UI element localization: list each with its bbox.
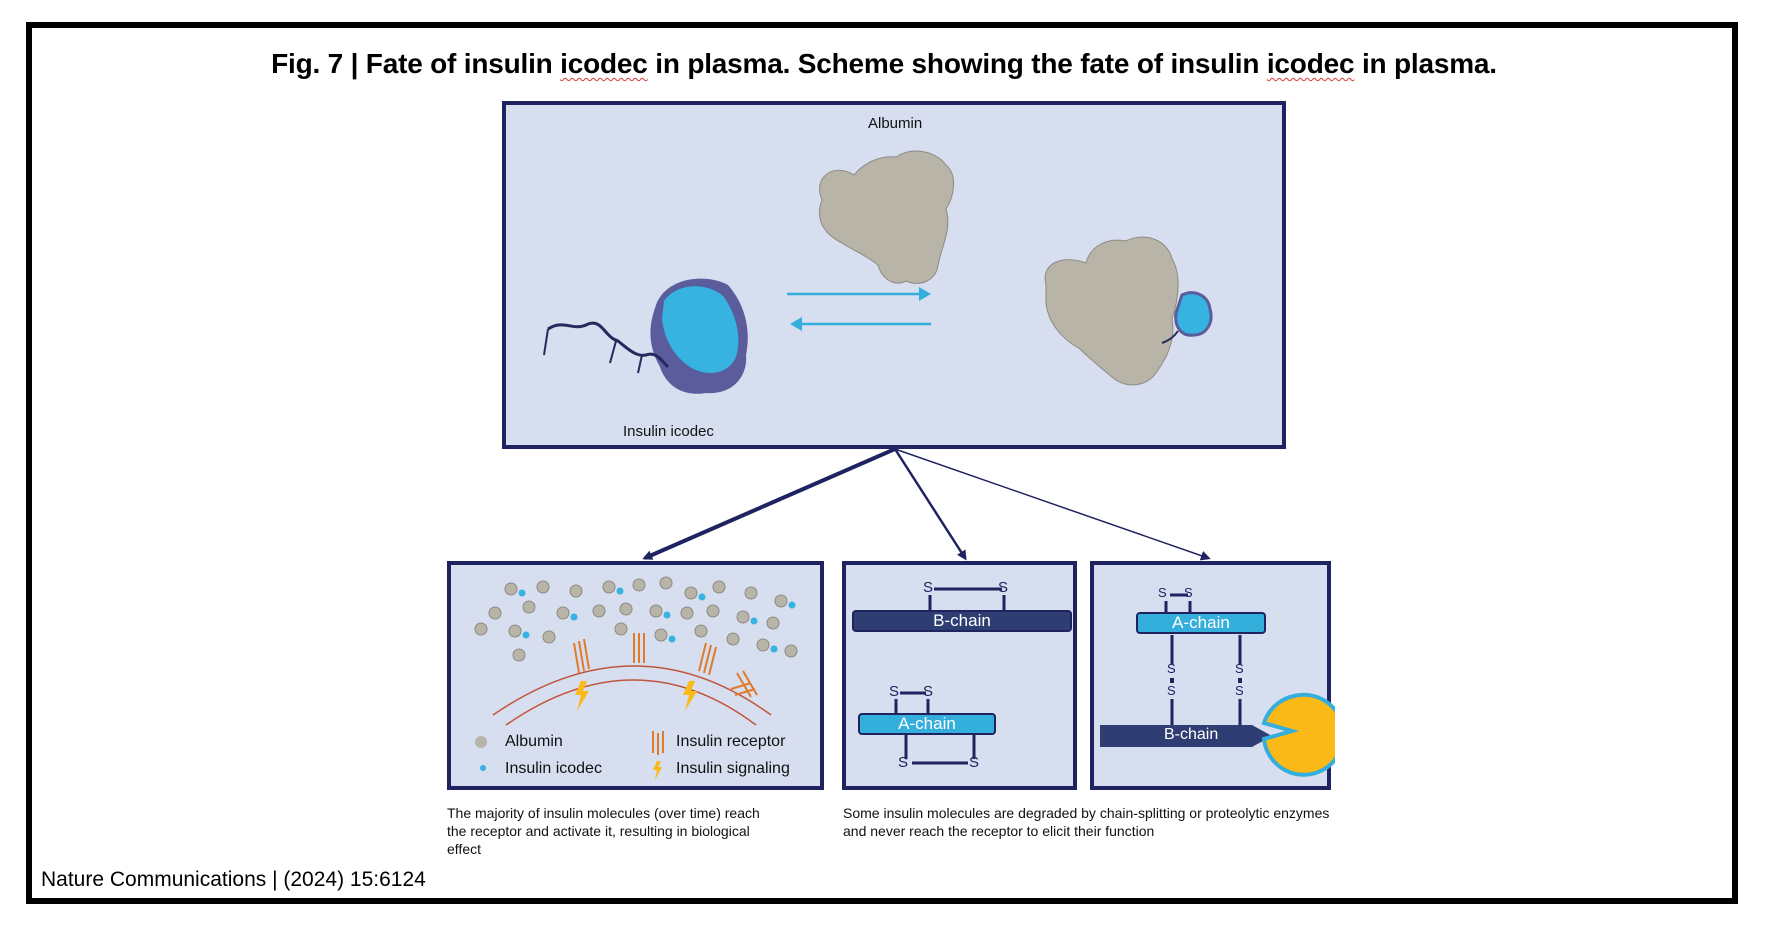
albumin-molecule-icon: [556, 606, 570, 620]
albumin-molecule-icon: [726, 632, 740, 646]
sulfur-atom: S: [923, 683, 934, 700]
sulfur-atom: S: [1167, 683, 1176, 698]
sulfur-atom: S: [1158, 585, 1167, 600]
degradation-caption: Some insulin molecules are degraded by c…: [843, 805, 1330, 839]
albumin-molecule-icon: [632, 578, 646, 592]
albumin-molecule-icon: [774, 594, 788, 608]
albumin-binding-panel: Albumin Insulin icodec: [502, 101, 1286, 449]
insulin-signaling-bolts: [575, 681, 697, 711]
insulin-icodec-molecule-icon: [770, 645, 778, 653]
insulin-icodec-molecule-icon: [616, 587, 624, 595]
legend-albumin-icon: [475, 736, 487, 748]
b-chain-label: B-chain: [1164, 726, 1219, 743]
b-chain: B-chain: [852, 610, 1072, 632]
albumin-molecule-icon: [659, 576, 673, 590]
insulin-icodec-molecule-icon: [543, 278, 748, 394]
insulin-icodec-label: Insulin icodec: [623, 423, 714, 440]
albumin-molecule-icon: [784, 644, 798, 658]
sulfur-atom: S: [889, 683, 900, 700]
albumin-molecule-icon: [602, 580, 616, 594]
legend-insulin-signaling-icon: [653, 761, 662, 780]
albumin-label: Albumin: [868, 115, 923, 132]
receptor-caption: The majority of insulin molecules (over …: [447, 805, 760, 857]
sulfur-atom: S: [1235, 661, 1244, 676]
legend-albumin: Albumin: [505, 733, 563, 750]
insulin-icodec-molecule-icon: [570, 613, 578, 621]
insulin-icodec-molecule-icon: [750, 617, 758, 625]
legend-insulin-icodec: Insulin icodec: [505, 760, 602, 777]
insulin-icodec-molecule-icon: [518, 589, 526, 597]
insulin-receptors: [573, 633, 758, 698]
sulfur-atom: S: [998, 579, 1009, 596]
arrow-to-enzyme-panel: [894, 448, 1211, 561]
insulin-icodec-molecule-icon: [698, 593, 706, 601]
receptor-activation-panel: Albumin Insulin receptor Insulin icodec …: [447, 561, 824, 790]
receptor-scene: [474, 576, 798, 780]
proteolytic-enzyme-panel: S S A-chain S S S S B-chain: [1090, 561, 1335, 790]
sulfur-atom: S: [969, 754, 980, 771]
equilibrium-arrows: [787, 287, 931, 331]
albumin-molecule-icon: [619, 602, 633, 616]
albumin-molecule-icon: [819, 150, 954, 284]
insulin-icodec-molecule-icon: [668, 635, 676, 643]
legend-insulin-receptor-icon: [652, 731, 664, 755]
albumin-molecule-icon: [756, 638, 770, 652]
albumin-molecule-icon: [488, 606, 502, 620]
albumin-molecule-icon: [680, 606, 694, 620]
chain-splitting-panel: S S B-chain S S A-chain S S: [842, 561, 1077, 790]
albumin-molecule-icon: [614, 622, 628, 636]
albumin-molecule-icon: [512, 648, 526, 662]
dotted-bond-marks: [1170, 678, 1242, 683]
legend-insulin-icodec-icon: [480, 765, 486, 771]
title-spellcheck-word: icodec: [560, 48, 648, 79]
arrow-to-split-panel: [893, 448, 967, 561]
title-text: in plasma.: [1354, 48, 1497, 79]
figure-title: Fig. 7 | Fate of insulin icodec in plasm…: [0, 48, 1768, 80]
albumin-molecule-icon: [592, 604, 606, 618]
albumin-insulin-complex-icon: [1044, 236, 1213, 386]
albumin-molecule-icon: [766, 616, 780, 630]
insulin-icodec-molecule-icon: [522, 631, 530, 639]
journal-citation: Nature Communications | (2024) 15:6124: [41, 868, 426, 891]
albumin-molecule-icon: [649, 604, 663, 618]
albumin-molecule-icon: [522, 600, 536, 614]
insulin-icodec-molecule-icon: [663, 611, 671, 619]
albumin-molecule-icon: [504, 582, 518, 596]
legend-insulin-signaling: Insulin signaling: [676, 760, 790, 777]
albumin-molecule-icon: [706, 604, 720, 618]
cell-membrane: [492, 665, 772, 726]
albumin-molecule-icon: [536, 580, 550, 594]
albumin-molecule-icon: [569, 584, 583, 598]
title-text: in plasma. Scheme showing the fate of in…: [647, 48, 1267, 79]
sulfur-atom: S: [1184, 585, 1193, 600]
sulfur-atom: S: [923, 579, 934, 596]
albumin-molecule-icon: [684, 586, 698, 600]
albumin-molecule-icon: [508, 624, 522, 638]
sulfur-atom: S: [898, 754, 909, 771]
arrow-to-receptor-panel: [642, 447, 896, 560]
albumin-molecule-icon: [542, 630, 556, 644]
a-chain: A-chain: [858, 713, 996, 735]
albumin-molecule-icon: [474, 622, 488, 636]
sulfur-atom: S: [1235, 683, 1244, 698]
albumin-molecule-icon: [712, 580, 726, 594]
albumin-molecule-icon: [654, 628, 668, 642]
disulfide-bonds: [1164, 593, 1242, 725]
title-spellcheck-word: icodec: [1266, 48, 1355, 79]
legend-insulin-receptor: Insulin receptor: [676, 733, 786, 750]
disulfide-bonds: [894, 587, 1006, 765]
b-chain-arrow-body: [1100, 725, 1272, 747]
albumin-molecule-icon: [694, 624, 708, 638]
albumin-molecule-icon: [736, 610, 750, 624]
albumin-molecule-icon: [744, 586, 758, 600]
sulfur-atom: S: [1167, 661, 1176, 676]
proteolytic-enzyme-icon: [1261, 692, 1335, 777]
insulin-icodec-molecule-icon: [788, 601, 796, 609]
a-chain: A-chain: [1136, 612, 1266, 634]
title-text: Fig. 7 | Fate of insulin: [271, 48, 561, 79]
